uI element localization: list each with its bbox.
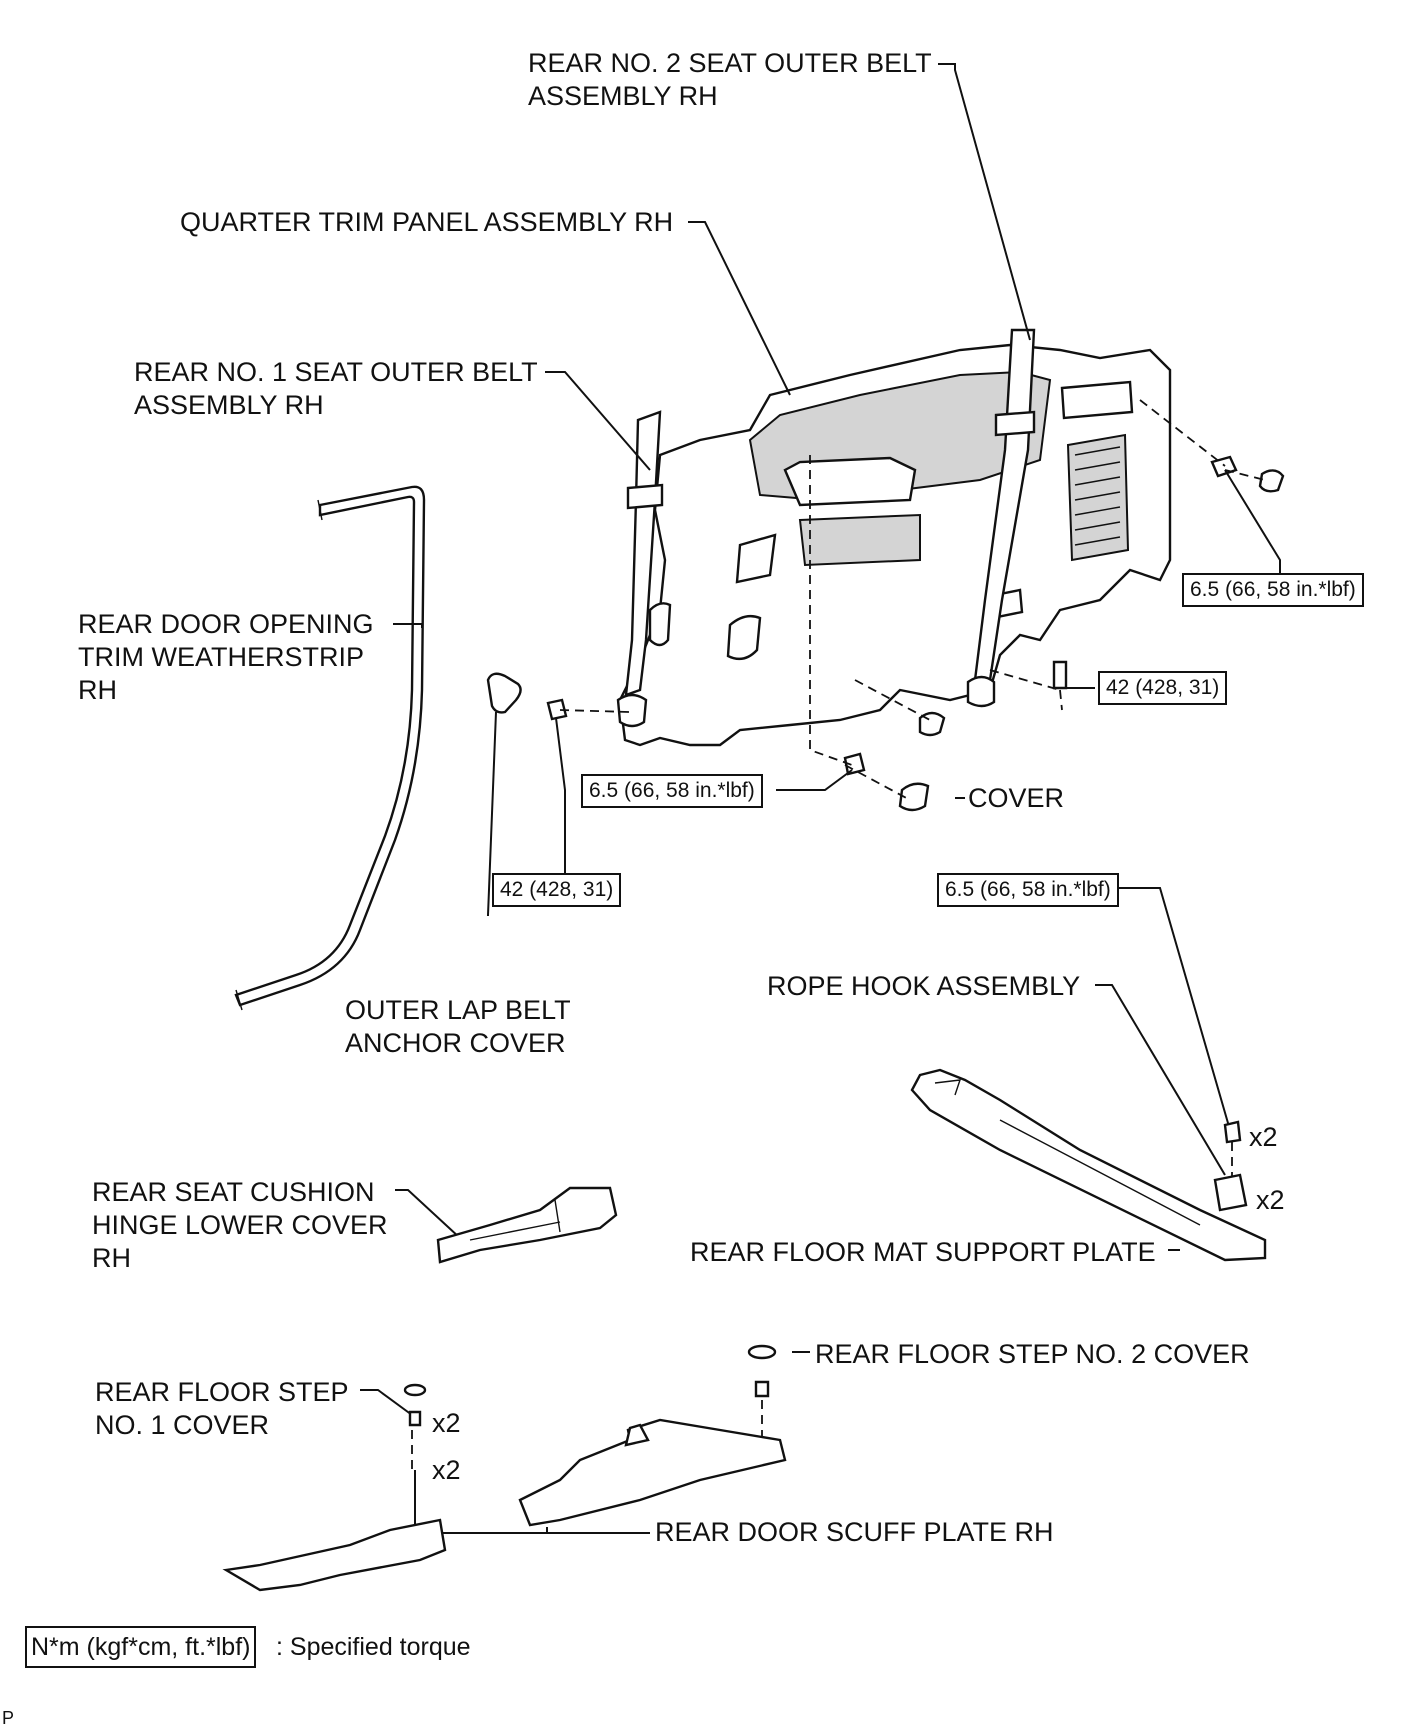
label-rear-no1-seat-outer-belt: REAR NO. 1 SEAT OUTER BELT ASSEMBLY RH	[134, 357, 538, 420]
rope-hook-drawing	[1213, 1120, 1248, 1212]
torque-upper-right: 6.5 (66, 58 in.*lbf)	[1182, 573, 1364, 607]
label-rope-hook-assembly: ROPE HOOK ASSEMBLY	[767, 971, 1081, 1001]
outer-lap-cover-drawing	[486, 672, 522, 714]
label-rear-no2-seat-outer-belt: REAR NO. 2 SEAT OUTER BELT ASSEMBLY RH	[528, 48, 932, 111]
leader-lines	[360, 63, 1281, 1534]
corner-mark: P	[2, 1708, 15, 1728]
floor-mat-plate-drawing	[910, 1068, 1267, 1262]
qty-rope-bolt: x2	[1249, 1122, 1278, 1152]
label-rear-door-scuff-plate: REAR DOOR SCUFF PLATE RH	[655, 1517, 1054, 1547]
label-rear-seat-cushion-hinge-lower-cover: REAR SEAT CUSHION HINGE LOWER COVER RH	[92, 1177, 388, 1273]
label-cover: COVER	[968, 783, 1065, 813]
label-rear-floor-step-no2-cover: REAR FLOOR STEP NO. 2 COVER	[815, 1339, 1250, 1369]
quarter-trim-panel-drawing	[618, 343, 1172, 747]
torque-right-anchor: 42 (428, 31)	[1098, 671, 1228, 705]
label-outer-lap-belt-anchor-cover: OUTER LAP BELT ANCHOR COVER	[345, 995, 571, 1058]
label-weatherstrip: REAR DOOR OPENING TRIM WEATHERSTRIP RH	[78, 609, 374, 705]
cushion-hinge-cover-drawing	[436, 1186, 618, 1264]
torque-rope-hook: 6.5 (66, 58 in.*lbf)	[937, 873, 1119, 907]
qty-step1-cover: x2	[432, 1408, 461, 1438]
label-quarter-trim-panel: QUARTER TRIM PANEL ASSEMBLY RH	[180, 207, 674, 237]
rear-no1-belt-drawing	[616, 410, 664, 728]
legend-torque-unit-box: N*m (kgf*cm, ft.*lbf)	[25, 1626, 257, 1668]
label-rear-floor-mat-support-plate: REAR FLOOR MAT SUPPORT PLATE	[690, 1237, 1156, 1267]
scuff-plate-drawing	[222, 1344, 787, 1592]
legend-specified-torque: : Specified torque	[276, 1633, 471, 1661]
weatherstrip-drawing	[234, 485, 426, 1011]
assembly-dashes	[411, 399, 1266, 1470]
torque-center: 6.5 (66, 58 in.*lbf)	[581, 774, 763, 808]
qty-step1-screw: x2	[432, 1455, 461, 1485]
torque-left-anchor: 42 (428, 31)	[492, 873, 622, 907]
rear-no2-belt-drawing	[966, 328, 1036, 708]
qty-rope-hook: x2	[1256, 1185, 1285, 1215]
label-rear-floor-step-no1-cover: REAR FLOOR STEP NO. 1 COVER	[95, 1377, 349, 1440]
